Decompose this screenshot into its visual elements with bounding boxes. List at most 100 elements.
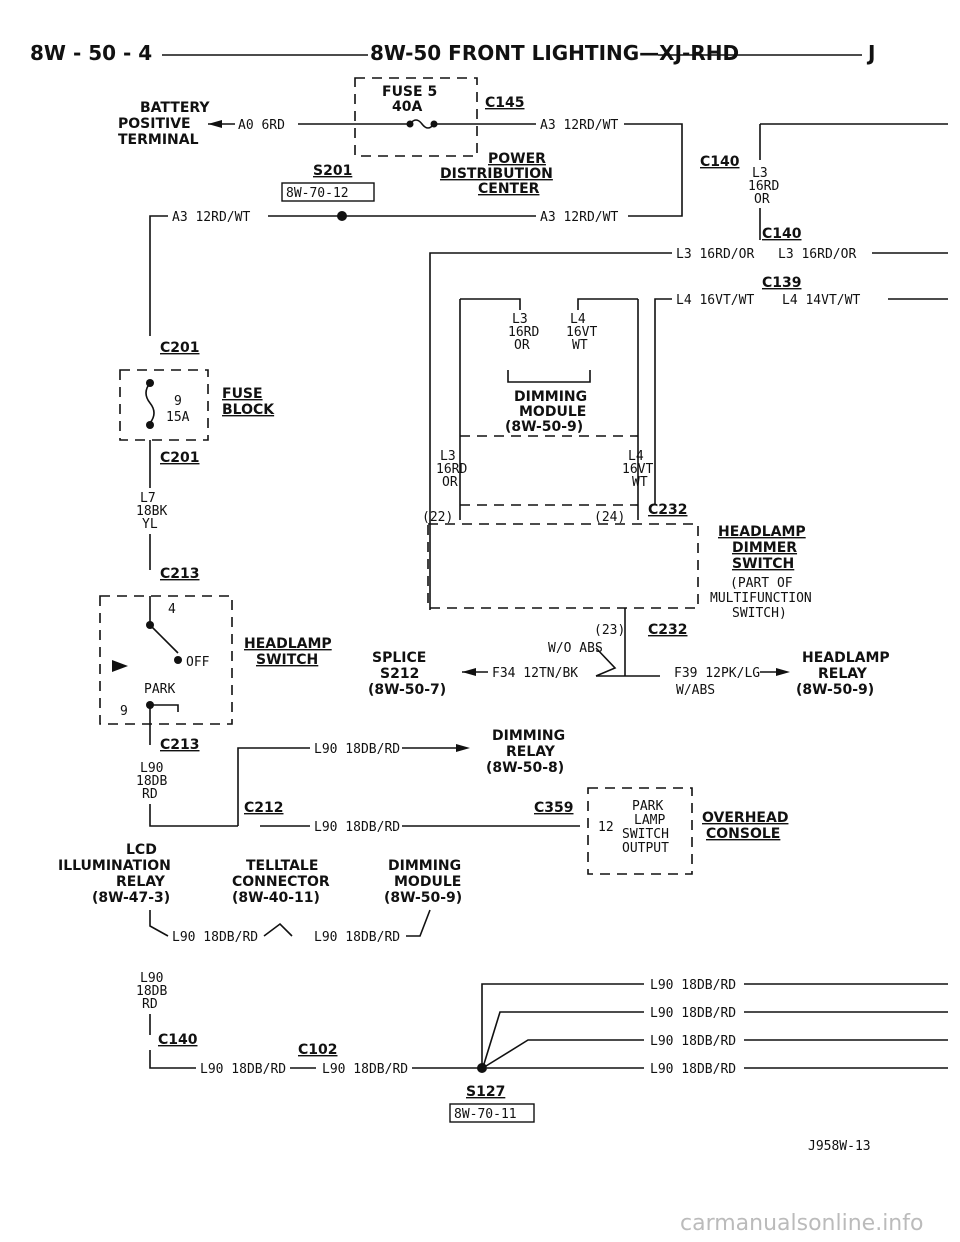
wire-dm-l4-in [577, 298, 638, 310]
headlamp-switch-box [99, 595, 233, 725]
fan-3 [485, 1039, 644, 1067]
wire-l90b-2: 18DB [136, 984, 167, 999]
overhead-l1: PARK [632, 799, 663, 814]
ref-box-2 [449, 1103, 535, 1123]
fuse9-num: 9 [174, 394, 182, 409]
header-letter: J [866, 41, 875, 65]
wire-a3-down [149, 215, 168, 336]
wire-f34: F34 12TN/BK [492, 666, 578, 681]
overhead-name-1: OVERHEAD [702, 810, 788, 826]
ref-box-1 [281, 182, 375, 202]
hsw-actuator [112, 660, 128, 672]
wire-f39: F39 12PK/LG [674, 666, 760, 681]
ref-8w-70-11: 8W-70-11 [454, 1107, 517, 1122]
dimmer-label-3: SWITCH [732, 556, 794, 572]
dm-l3a: L3 [512, 312, 528, 327]
connector-c102: C102 [298, 1042, 338, 1058]
overhead-l2: LAMP [634, 813, 665, 828]
drelay-l2: RELAY [506, 744, 556, 760]
wire-l90c-2: RD [142, 997, 158, 1012]
wire-a0-label: A0 6RD [238, 118, 285, 133]
overhead-l3: SWITCH [622, 827, 669, 842]
page-number: 8W - 50 - 4 [30, 41, 152, 65]
abs-wo-leader [595, 647, 617, 677]
wire-c140-to-c102 [149, 1050, 196, 1069]
fuse-block-l1: FUSE [222, 386, 263, 402]
wire-l90-lcd-label: L90 18DB/RD [172, 930, 258, 945]
hrelay-l3: (8W-50-9) [796, 682, 874, 698]
dm-label-1: DIMMING [514, 389, 587, 405]
drelay-arrow [456, 744, 470, 752]
connector-c212: C212 [244, 800, 284, 816]
dm2-l3: (8W-50-9) [384, 890, 462, 906]
hsw-label-2: SWITCH [256, 652, 318, 668]
connector-c139: C139 [762, 275, 802, 291]
wire-l90a-2: L90 [140, 971, 163, 986]
hsw-blade [149, 624, 179, 654]
wire-l90a-1: L90 [140, 761, 163, 776]
lcd-l1: LCD [126, 842, 157, 858]
telltale-l3: (8W-40-11) [232, 890, 320, 906]
wire-a3-label-top: A3 12RD/WT [540, 118, 618, 133]
hsw-park-link [150, 704, 179, 712]
wire-l90-tt-label: L90 18DB/RD [314, 930, 400, 945]
hsw-pin9: 9 [120, 704, 128, 719]
overhead-name-2: CONSOLE [706, 826, 780, 842]
fuse-block-l2: BLOCK [222, 402, 275, 418]
fuse5-name: FUSE 5 [382, 84, 437, 100]
dimmer-label-6: SWITCH) [732, 606, 787, 621]
wire-l7c: YL [142, 517, 158, 532]
hsw-label-1: HEADLAMP [244, 636, 332, 652]
pdc-label-3: CENTER [478, 181, 540, 197]
dimmer-pin22: (22) [422, 510, 453, 525]
wire-l4-main [654, 298, 672, 505]
splice-s127: S127 [466, 1084, 505, 1100]
fuse5-element [409, 119, 435, 129]
wire-l90-c102-label: L90 18DB/RD [200, 1062, 286, 1077]
wire-l3-label-2: L3 16RD/OR [778, 247, 856, 262]
pdc-label-2: DISTRIBUTION [440, 166, 553, 182]
dimmer-pin24: (24) [594, 510, 625, 525]
wire-lcd-drop [149, 910, 169, 937]
connector-c140-top: C140 [700, 154, 740, 170]
wire-a3-label-left: A3 12RD/WT [172, 210, 250, 225]
fuse5-rating: 40A [392, 99, 422, 115]
overhead-l4: OUTPUT [622, 841, 669, 856]
dm-out-l3a: L3 [440, 449, 456, 464]
fuse9-rating: 15A [166, 410, 190, 425]
connector-c145: C145 [485, 95, 525, 111]
hrelay-l2: RELAY [818, 666, 868, 682]
dimmer-pin23: (23) [594, 623, 625, 638]
dm-out-l3b: 16RD [436, 462, 467, 477]
dm2-l1: DIMMING [388, 858, 461, 874]
wire-l3-label-1: L3 16RD/OR [676, 247, 754, 262]
connector-c201-top: C201 [160, 340, 200, 356]
wire-l90b-1: 18DB [136, 774, 167, 789]
connector-c201-bot: C201 [160, 450, 200, 466]
wire-dm2-drop [406, 909, 431, 937]
wire-c140-l3c: OR [754, 192, 770, 207]
fan-1 [481, 983, 644, 1068]
fuse9-element [145, 382, 155, 424]
dm-l3c: OR [514, 338, 530, 353]
dimmer-label-5: MULTIFUNCTION [710, 591, 812, 606]
dm-l4c: WT [572, 338, 588, 353]
wire-l90-to-c212 [149, 804, 238, 827]
wire-l7a: L7 [140, 491, 156, 506]
dm-out-l4c: WT [632, 475, 648, 490]
ref-8w-70-12: 8W-70-12 [286, 186, 349, 201]
overhead-pin: 12 [598, 820, 614, 835]
dm-bracket [507, 370, 591, 383]
dm-l3b: 16RD [508, 325, 539, 340]
connector-c213-top: C213 [160, 566, 200, 582]
dm2-l2: MODULE [394, 874, 461, 890]
dm-out-l3c: OR [442, 475, 458, 490]
dm-l4a: L4 [570, 312, 586, 327]
wire-l7b: 18BK [136, 504, 167, 519]
dm-label-2: MODULE [519, 404, 586, 420]
wire-l90-relay-label: L90 18DB/RD [314, 742, 400, 757]
splice-s212-l1: SPLICE [372, 650, 426, 666]
dm-out-l4b: 16VT [622, 462, 653, 477]
fan-label-2: L90 18DB/RD [650, 1006, 736, 1021]
